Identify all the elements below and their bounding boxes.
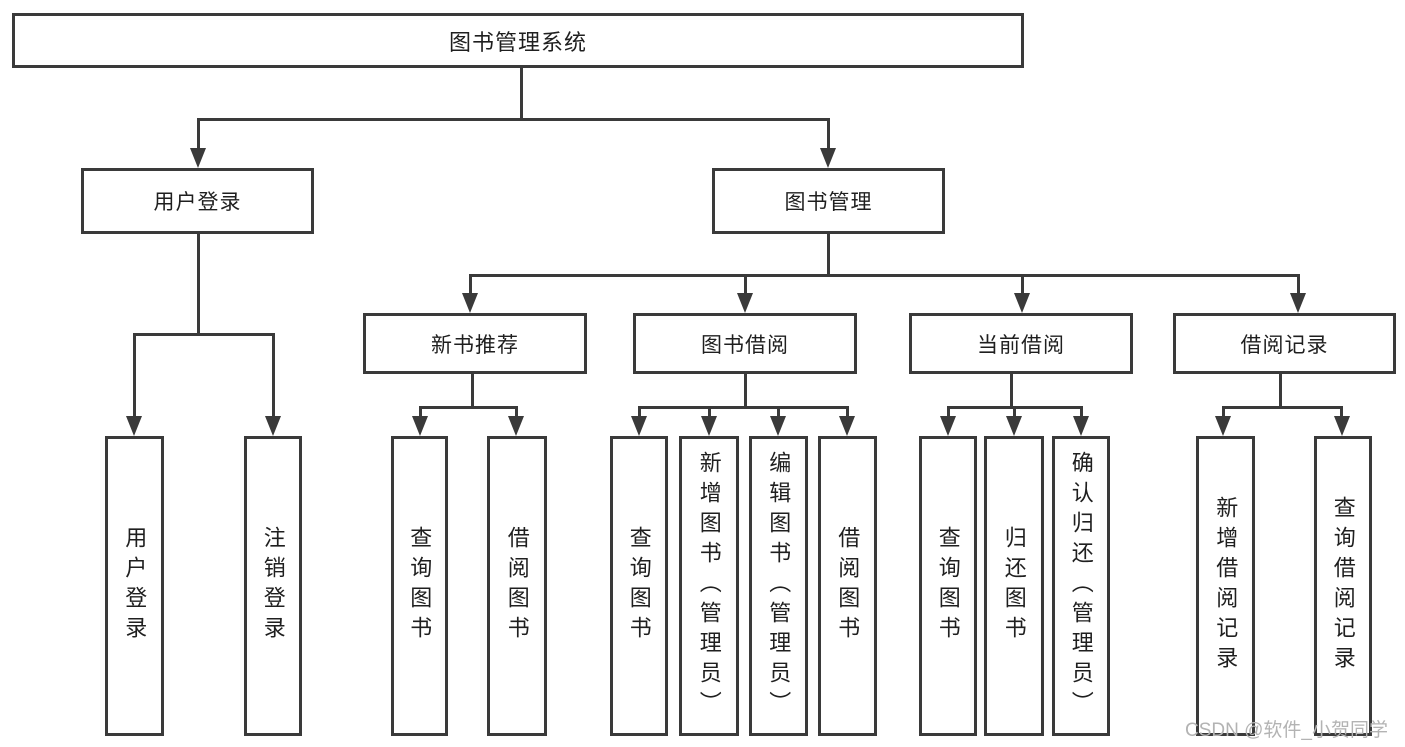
connector-line: [133, 333, 136, 419]
connector-line: [827, 118, 830, 151]
connector-line: [471, 374, 474, 409]
connector-line: [419, 406, 518, 409]
connector-line: [1222, 406, 1225, 418]
arrow-down-icon: [770, 416, 786, 436]
leaf-confirm-return-admin: 确认归还（管理员）: [1052, 436, 1110, 736]
arrow-down-icon: [737, 293, 753, 313]
leaf-borrow-books: 借阅图书: [818, 436, 877, 736]
connector-line: [947, 406, 950, 418]
node-library-management-system: 图书管理系统: [12, 13, 1024, 68]
leaf-label: 查询图书: [935, 526, 961, 646]
connector-line: [846, 406, 849, 418]
connector-line: [777, 406, 780, 418]
leaf-label: 查询图书: [626, 526, 652, 646]
connector-line: [708, 406, 711, 418]
arrow-down-icon: [1073, 416, 1089, 436]
leaf-query-borrow-record: 查询借阅记录: [1314, 436, 1372, 736]
connector-line: [272, 333, 275, 419]
arrow-down-icon: [1215, 416, 1231, 436]
leaf-logout: 注销登录: [244, 436, 302, 736]
node-label: 图书借阅: [701, 333, 789, 357]
connector-line: [520, 68, 523, 118]
leaf-label: 借阅图书: [835, 526, 861, 646]
connector-line: [197, 118, 830, 121]
leaf-return-books: 归还图书: [984, 436, 1044, 736]
node-new-book-recommendation: 新书推荐: [363, 313, 587, 374]
node-borrowing-records: 借阅记录: [1173, 313, 1396, 374]
leaf-edit-books-admin: 编辑图书（管理员）: [749, 436, 808, 736]
arrow-down-icon: [190, 148, 206, 168]
connector-line: [1222, 406, 1343, 409]
connector-line: [1013, 406, 1016, 418]
arrow-down-icon: [1290, 293, 1306, 313]
connector-line: [197, 118, 200, 151]
node-label: 当前借阅: [977, 333, 1065, 357]
node-book-management: 图书管理: [712, 168, 945, 234]
arrow-down-icon: [462, 293, 478, 313]
node-current-borrowing: 当前借阅: [909, 313, 1133, 374]
arrow-down-icon: [701, 416, 717, 436]
leaf-label: 确认归还（管理员）: [1068, 451, 1094, 721]
connector-line: [469, 274, 472, 297]
connector-line: [419, 406, 422, 418]
leaf-label: 查询借阅记录: [1330, 496, 1356, 676]
arrow-down-icon: [1006, 416, 1022, 436]
connector-line: [638, 406, 641, 418]
connector-line: [515, 406, 518, 418]
arrow-down-icon: [631, 416, 647, 436]
leaf-label: 借阅图书: [504, 526, 530, 646]
connector-line: [1297, 274, 1300, 297]
leaf-query-books-borrowing: 查询图书: [610, 436, 668, 736]
leaf-query-books-recommend: 查询图书: [391, 436, 448, 736]
node-label: 借阅记录: [1240, 333, 1329, 357]
arrow-down-icon: [820, 148, 836, 168]
arrow-down-icon: [839, 416, 855, 436]
arrow-down-icon: [1334, 416, 1350, 436]
leaf-borrow-books-recommend: 借阅图书: [487, 436, 547, 736]
leaf-add-books-admin: 新增图书（管理员）: [679, 436, 739, 736]
connector-line: [638, 406, 849, 409]
connector-line: [133, 333, 275, 336]
connector-line: [1279, 374, 1282, 409]
leaf-query-books-current: 查询图书: [919, 436, 977, 736]
connector-line: [469, 274, 1300, 277]
arrow-down-icon: [126, 416, 142, 436]
arrow-down-icon: [265, 416, 281, 436]
connector-line: [197, 234, 200, 334]
connector-line: [744, 274, 747, 297]
node-book-borrowing: 图书借阅: [633, 313, 857, 374]
leaf-label: 编辑图书（管理员）: [766, 451, 792, 721]
node-user-login: 用户登录: [81, 168, 314, 234]
node-label: 新书推荐: [431, 333, 519, 357]
arrow-down-icon: [508, 416, 524, 436]
node-label: 图书管理系统: [448, 29, 587, 55]
connector-line: [744, 374, 747, 409]
arrow-down-icon: [940, 416, 956, 436]
connector-line: [1340, 406, 1343, 418]
connector-line: [827, 234, 830, 276]
arrow-down-icon: [412, 416, 428, 436]
leaf-label: 注销登录: [260, 526, 286, 646]
arrow-down-icon: [1014, 293, 1030, 313]
node-label: 图书管理: [784, 191, 873, 214]
connector-line: [1021, 274, 1024, 297]
leaf-label: 用户登录: [122, 526, 148, 646]
leaf-add-borrow-record: 新增借阅记录: [1196, 436, 1255, 736]
leaf-label: 新增图书（管理员）: [696, 451, 722, 721]
connector-line: [1010, 374, 1013, 409]
connector-line: [1080, 406, 1083, 418]
leaf-label: 归还图书: [1001, 526, 1027, 646]
leaf-label: 新增借阅记录: [1213, 496, 1239, 676]
node-label: 用户登录: [153, 191, 242, 214]
csdn-watermark: CSDN @软件_小贺同学: [1185, 720, 1388, 741]
leaf-user-login: 用户登录: [105, 436, 164, 736]
leaf-label: 查询图书: [407, 526, 433, 646]
